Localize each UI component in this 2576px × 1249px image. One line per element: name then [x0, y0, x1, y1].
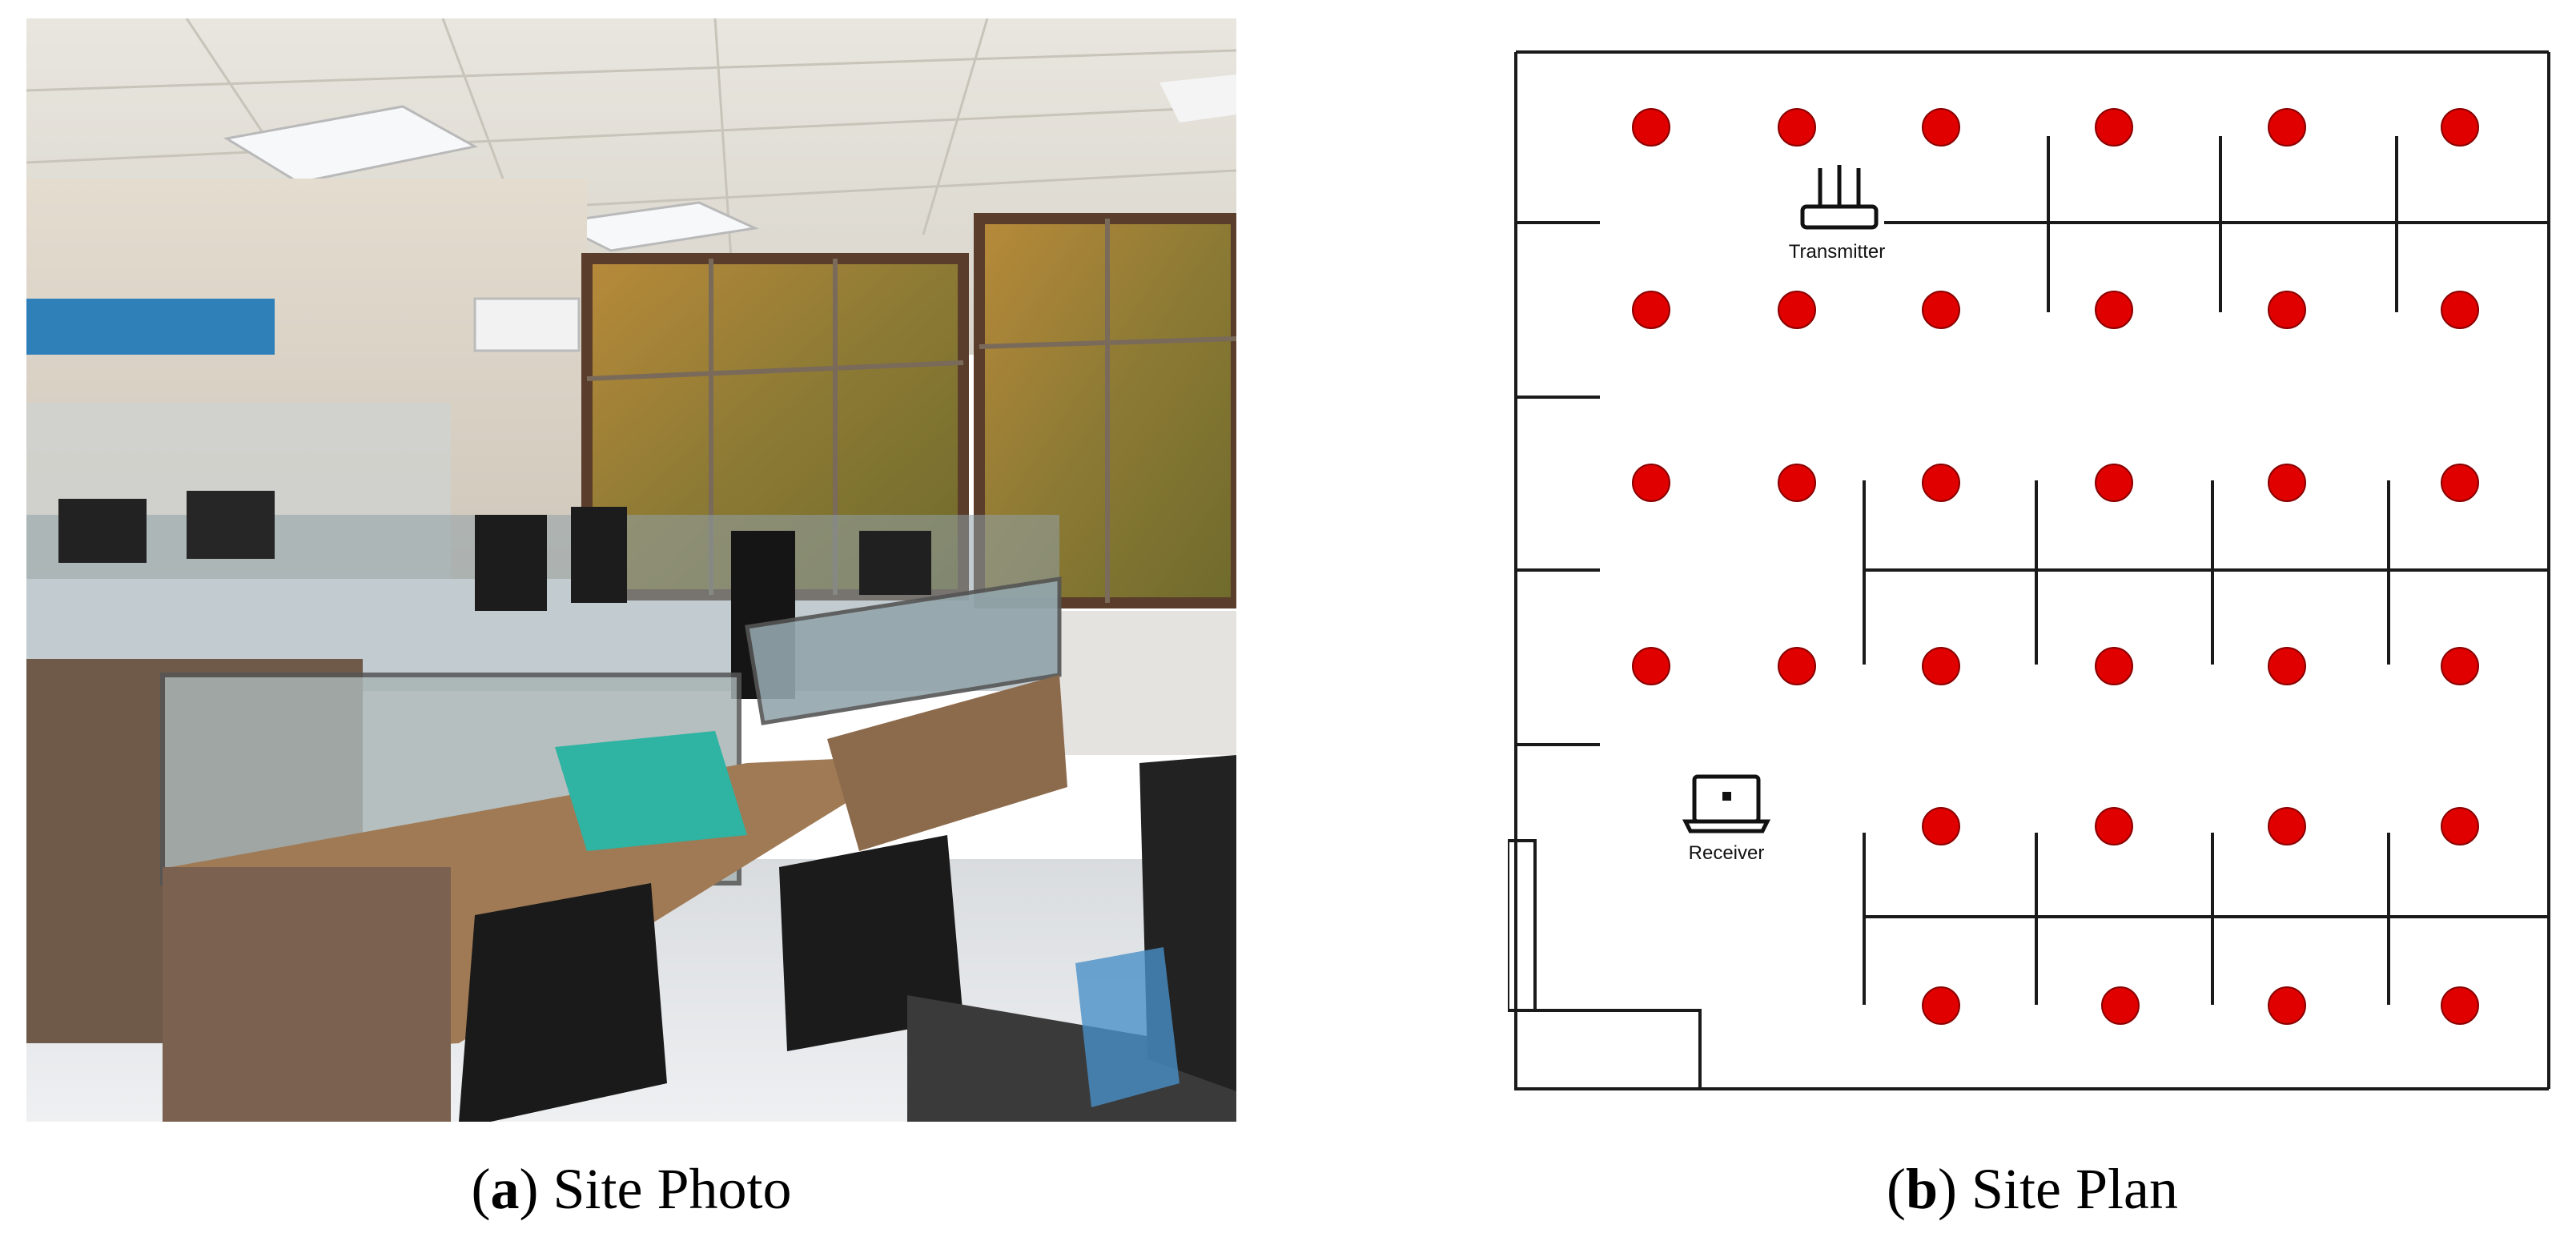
caption-letter: a: [490, 1157, 520, 1221]
marker-point: [1922, 291, 1960, 329]
router-icon: [1800, 165, 1879, 230]
marker-point: [2268, 647, 2306, 685]
caption-letter: b: [1905, 1157, 1939, 1221]
marker-point: [1922, 807, 1960, 845]
site-photo: [26, 18, 1236, 1122]
marker-point: [1778, 291, 1816, 329]
marker-point: [1778, 647, 1816, 685]
marker-point: [2441, 647, 2479, 685]
marker-point: [2441, 108, 2479, 147]
marker-point: [2441, 986, 2479, 1025]
marker-point: [1922, 647, 1960, 685]
caption-site-photo: (a) Site Photo: [471, 1157, 792, 1221]
marker-point: [2095, 108, 2133, 147]
marker-point: [2268, 464, 2306, 502]
caption-site-plan: (b) Site Plan: [1886, 1157, 2179, 1221]
transmitter-label: Transmitter: [1789, 241, 1885, 263]
marker-point: [1632, 108, 1670, 147]
floor-plan-walls: [1508, 50, 2550, 1090]
marker-point: [2095, 807, 2133, 845]
marker-point: [2268, 807, 2306, 845]
site-plan: Transmitter Receiver: [1508, 50, 2550, 1090]
laptop-icon: [1682, 774, 1771, 833]
receiver-label: Receiver: [1689, 842, 1765, 864]
marker-point: [1922, 986, 1960, 1025]
caption-text: Site Photo: [553, 1157, 792, 1221]
marker-point: [1778, 464, 1816, 502]
marker-point: [2268, 291, 2306, 329]
marker-point: [1778, 108, 1816, 147]
marker-point: [2101, 986, 2140, 1025]
marker-point: [2268, 108, 2306, 147]
marker-point: [2095, 291, 2133, 329]
marker-point: [1922, 108, 1960, 147]
marker-point: [2268, 986, 2306, 1025]
marker-point: [2441, 291, 2479, 329]
marker-point: [2095, 647, 2133, 685]
marker-point: [1632, 291, 1670, 329]
marker-point: [2441, 807, 2479, 845]
marker-point: [2095, 464, 2133, 502]
marker-point: [2441, 464, 2479, 502]
marker-point: [1922, 464, 1960, 502]
caption-text: Site Plan: [1971, 1157, 2179, 1221]
measurement-points: [1632, 108, 2479, 1025]
marker-point: [1632, 647, 1670, 685]
marker-point: [1632, 464, 1670, 502]
